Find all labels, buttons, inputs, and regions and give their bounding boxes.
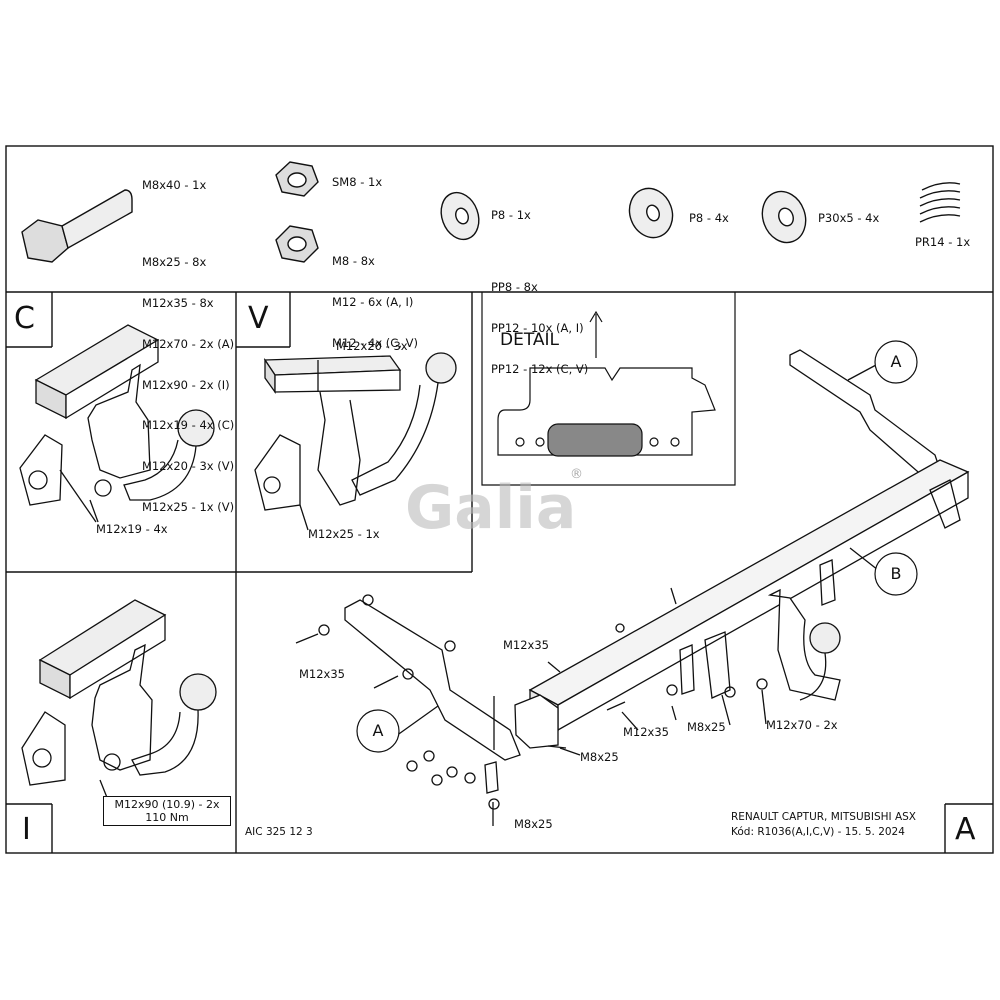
main-assembly-drawing: [295, 349, 970, 826]
label-m8x25-mid: M8x25: [580, 750, 619, 764]
callout-a-left: A: [372, 721, 384, 740]
panel-c-drawing: [19, 324, 215, 523]
p30x5-label: P30x5 - 4x: [818, 211, 880, 225]
washer-list-item: PP12 - 10x (A, I): [491, 320, 584, 335]
detail-panel: [481, 292, 736, 486]
vehicle-name: RENAULT CAPTUR, MITSUBISHI ASX: [731, 811, 916, 823]
callout-a-top: A: [890, 352, 902, 371]
panel-c-callout: M12x19 - 4x: [96, 522, 168, 536]
bolt-list-item: M12x35 - 8x: [142, 295, 214, 310]
label-m12x35-low: M12x35: [623, 725, 669, 739]
nut-list-item: M12 - 6x (A, I): [332, 294, 414, 309]
callout-circles: [356, 340, 918, 753]
bolt-list-item: M8x25 - 8x: [142, 255, 207, 270]
panel-i-drawing: [21, 599, 217, 801]
frame-lines: [5, 145, 994, 854]
svg-text:Galia: Galia: [405, 473, 576, 543]
panel-i-callout-line1: M12x90 (10.9) - 2x: [114, 798, 220, 811]
bolt-list-item: M8x40 - 1x: [142, 178, 207, 193]
galia-watermark-logo: Galia ®: [405, 467, 583, 543]
kod-line: Kód: R1036(A,I,C,V) - 15. 5. 2024: [731, 826, 905, 838]
bolt-list-item: M12x90 - 2x (I): [142, 377, 230, 392]
callout-b: B: [890, 564, 902, 583]
p8-large-label: P8 - 4x: [689, 211, 729, 225]
washer-list-item: P8 - 1x: [491, 208, 531, 223]
bolt-list-item: M12x70 - 2x (A): [142, 336, 235, 351]
panel-v-callout-bottom: M12x25 - 1x: [308, 527, 380, 541]
sm8-label: SM8 - 1x: [332, 175, 383, 189]
document-code: AIC 325 12 3: [245, 826, 313, 838]
bolt-list-spacer: [142, 220, 234, 229]
washer-list-item: PP8 - 8x: [491, 280, 538, 295]
panel-c-letter: C: [14, 301, 35, 336]
bolt-list-item: M12x20 - 3x (V): [142, 459, 235, 474]
bolt-list: M8x40 - 1x M8x25 - 8x M12x35 - 8x M12x70…: [142, 152, 234, 528]
washer-list-item: PP12 - 12x (C, V): [491, 361, 589, 376]
panel-v-callout-top: M12x20 - 3x: [336, 339, 408, 353]
nut-list-item: M8 - 8x: [332, 254, 375, 269]
bolt-list-item: M12x25 - 1x (V): [142, 499, 235, 514]
variant-letter: A: [955, 812, 976, 847]
panel-i-letter: I: [22, 812, 31, 847]
bolt-list-item: M12x19 - 4x (C): [142, 418, 235, 433]
label-m12x70: M12x70 - 2x: [766, 718, 838, 732]
nut-list: M8 - 8x M12 - 6x (A, I) M12 - 4x (C, V): [332, 228, 418, 364]
label-m12x35-mid: M12x35: [503, 638, 549, 652]
svg-text:®: ®: [570, 467, 583, 482]
washer-list-spacer: [491, 250, 588, 254]
pr14-label: PR14 - 1x: [915, 235, 971, 249]
label-m12x35-left: M12x35: [299, 667, 345, 681]
panel-v-letter: V: [248, 301, 269, 336]
nut-list-item: M12 - 4x (C, V): [332, 335, 418, 350]
washer-list: P8 - 1x PP8 - 8x PP12 - 10x (A, I) PP12 …: [491, 182, 588, 390]
label-m8x25-bottom: M8x25: [514, 817, 553, 831]
detail-title: DETAIL: [500, 330, 560, 350]
panel-i-callout-box: M12x90 (10.9) - 2x 110 Nm: [103, 796, 231, 826]
parts-row-icons: [21, 161, 961, 263]
panel-v-drawing: [254, 352, 457, 531]
label-m8x25-right: M8x25: [687, 720, 726, 734]
panel-i-callout-line2: 110 Nm: [145, 811, 189, 824]
